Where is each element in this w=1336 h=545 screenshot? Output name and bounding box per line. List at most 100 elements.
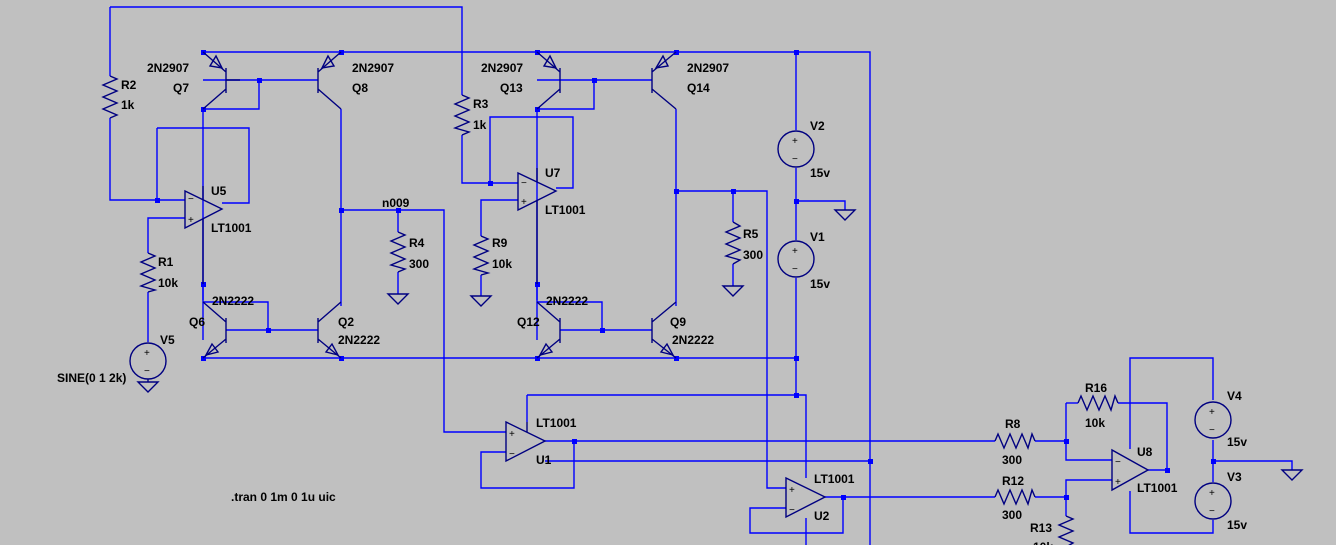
transistor-model: 2N2907 — [147, 61, 189, 75]
svg-text:−: − — [509, 449, 515, 460]
svg-text:+: + — [792, 246, 798, 257]
svg-text:−: − — [792, 154, 798, 165]
transistor-q6[interactable]: 2N2222 Q6 — [189, 294, 254, 359]
resistor-ref: R8 — [1005, 417, 1021, 431]
transistor-ref: Q14 — [687, 81, 710, 95]
svg-text:+: + — [144, 348, 150, 359]
svg-text:−: − — [144, 366, 150, 377]
resistor-r16[interactable]: R16 10k — [1077, 381, 1119, 430]
svg-text:−: − — [1209, 425, 1215, 436]
resistor-ref: R1 — [158, 255, 174, 269]
resistor-ref: R12 — [1002, 474, 1024, 488]
transistor-ref: Q8 — [352, 81, 368, 95]
source-v4[interactable]: + − V4 15v — [1194, 389, 1247, 449]
source-value: 15v — [810, 166, 830, 180]
opamp-model: LT1001 — [536, 416, 577, 430]
source-ref: V3 — [1227, 470, 1242, 484]
opamp-ref: U1 — [536, 453, 552, 467]
source-value: 15v — [810, 277, 830, 291]
transistor-model: 2N2222 — [546, 294, 588, 308]
resistor-r4[interactable]: R4 300 — [388, 231, 429, 273]
opamp-u2[interactable]: + − LT1001 U2 — [785, 472, 855, 523]
resistor-ref: R3 — [473, 97, 489, 111]
svg-text:−: − — [188, 194, 194, 205]
transistor-model: 2N2907 — [352, 61, 394, 75]
resistor-value: 300 — [1002, 453, 1022, 467]
svg-text:−: − — [1209, 506, 1215, 517]
transistor-ref: Q12 — [517, 315, 540, 329]
transistor-q2[interactable]: Q2 2N2222 — [317, 301, 380, 359]
resistor-ref: R4 — [409, 236, 425, 250]
resistor-value: 300 — [1002, 508, 1022, 522]
transistor-ref: Q9 — [670, 315, 686, 329]
resistor-value: 10k — [1033, 540, 1053, 545]
resistor-value: 1k — [473, 118, 487, 132]
resistor-r3[interactable]: R3 1k — [452, 94, 489, 136]
transistor-ref: Q6 — [189, 315, 205, 329]
transistor-q8[interactable]: 2N2907 Q8 — [317, 51, 394, 110]
resistor-value: 300 — [409, 257, 429, 271]
resistor-ref: R13 — [1030, 521, 1052, 535]
resistor-r2[interactable]: R2 1k — [101, 75, 137, 119]
opamp-ref: U2 — [814, 509, 830, 523]
resistor-ref: R5 — [743, 227, 759, 241]
svg-text:−: − — [1115, 457, 1121, 468]
opamp-model: LT1001 — [814, 472, 855, 486]
resistor-value: 10k — [158, 276, 178, 290]
resistor-r5[interactable]: R5 300 — [723, 221, 763, 265]
opamp-u8[interactable]: − + U8 LT1001 — [1111, 445, 1178, 495]
source-ref: V2 — [810, 119, 825, 133]
resistor-r13[interactable]: R13 10k — [1030, 515, 1075, 545]
source-v2[interactable]: + − V2 15v — [777, 119, 830, 180]
ground-symbols — [136, 209, 1304, 481]
transistor-model: 2N2907 — [687, 61, 729, 75]
svg-text:+: + — [509, 429, 515, 440]
net-label: n009 — [382, 196, 410, 210]
source-v1[interactable]: + − V1 15v — [777, 230, 830, 291]
resistor-r9[interactable]: R9 10k — [471, 235, 512, 276]
svg-text:+: + — [521, 197, 527, 208]
resistor-r1[interactable]: R1 10k — [138, 252, 178, 293]
transistor-model: 2N2222 — [672, 333, 714, 347]
resistor-value: 10k — [1085, 416, 1105, 430]
transistor-model: 2N2222 — [338, 333, 380, 347]
resistor-r8[interactable]: R8 300 — [994, 417, 1036, 467]
svg-text:+: + — [789, 485, 795, 496]
source-ref: V4 — [1227, 389, 1242, 403]
transistor-model: 2N2907 — [481, 61, 523, 75]
transistor-q14[interactable]: 2N2907 Q14 — [651, 51, 729, 110]
resistor-value: 300 — [743, 248, 763, 262]
opamp-model: LT1001 — [211, 221, 252, 235]
transistor-q13[interactable]: 2N2907 Q13 — [481, 51, 561, 110]
source-ref: V1 — [810, 230, 825, 244]
svg-text:−: − — [792, 264, 798, 275]
resistor-ref: R9 — [492, 236, 508, 250]
opamp-u5[interactable]: − + U5 LT1001 — [184, 184, 252, 284]
wires — [109, 6, 1293, 545]
svg-text:+: + — [1115, 477, 1121, 488]
source-value: SINE(0 1 2k) — [57, 371, 126, 385]
source-v3[interactable]: + − V3 15v — [1194, 470, 1247, 532]
svg-text:+: + — [792, 136, 798, 147]
transistor-ref: Q2 — [338, 315, 354, 329]
svg-text:+: + — [1209, 407, 1215, 418]
transistor-ref: Q13 — [500, 81, 523, 95]
source-ref: V5 — [160, 333, 175, 347]
spice-directive[interactable]: .tran 0 1m 0 1u uic — [231, 490, 336, 504]
svg-text:−: − — [789, 505, 795, 516]
source-v5[interactable]: + − V5 SINE(0 1 2k) — [57, 333, 175, 385]
source-value: 15v — [1227, 518, 1247, 532]
opamp-u1[interactable]: + − LT1001 U1 — [505, 416, 577, 467]
transistor-ref: Q7 — [173, 81, 189, 95]
opamp-ref: U7 — [545, 166, 561, 180]
transistor-q7[interactable]: 2N2907 Q7 — [147, 51, 240, 110]
opamp-model: LT1001 — [545, 203, 586, 217]
opamp-model: LT1001 — [1137, 481, 1178, 495]
transistor-q12[interactable]: 2N2222 Q12 — [517, 294, 588, 359]
resistor-r12[interactable]: R12 300 — [994, 474, 1036, 522]
transistor-q9[interactable]: Q9 2N2222 — [651, 301, 714, 359]
opamp-u7[interactable]: − + U7 LT1001 — [517, 166, 586, 284]
opamp-ref: U8 — [1137, 445, 1153, 459]
svg-text:−: − — [521, 178, 527, 189]
svg-text:+: + — [188, 215, 194, 226]
